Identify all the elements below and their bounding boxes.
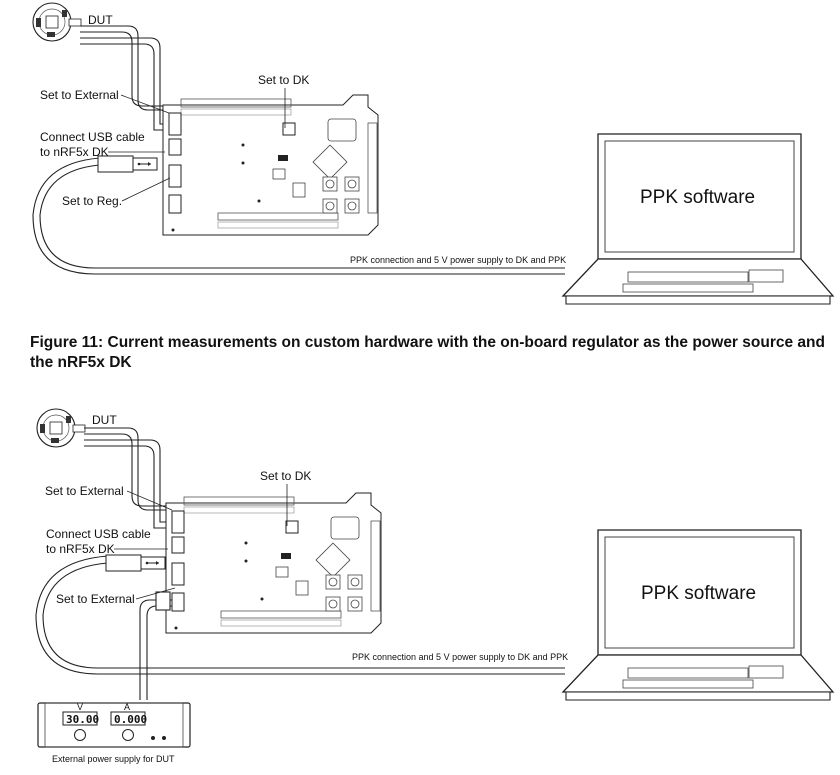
leader-line (121, 177, 171, 202)
set-to-external-label-2: Set to External (56, 592, 135, 606)
dk-board (165, 492, 382, 634)
laptop-icon (562, 133, 834, 305)
dut-label: DUT (88, 13, 113, 27)
dut-device-icon (32, 2, 82, 42)
psu-a-label: A (124, 702, 130, 712)
psu-v-label: V (77, 702, 83, 712)
ppk-software-label: PPK software (640, 187, 755, 208)
external-supply-cable (139, 591, 172, 700)
ppk-software-label: PPK software (641, 583, 756, 604)
external-power-supply (37, 702, 191, 748)
psu-voltage-readout: 30.00 (66, 713, 99, 726)
set-to-dk-label: Set to DK (258, 73, 309, 87)
dut-cable (80, 25, 175, 131)
connect-usb-label-line1: Connect USB cable (46, 527, 151, 541)
laptop-icon (562, 529, 834, 701)
leader-line (135, 587, 176, 600)
ppk-connection-label: PPK connection and 5 V power supply to D… (352, 652, 568, 662)
ppk-connection-label: PPK connection and 5 V power supply to D… (350, 255, 566, 265)
dk-board (162, 94, 379, 236)
dut-device-icon (36, 408, 86, 448)
usb-icon (137, 162, 151, 166)
set-to-reg-label: Set to Reg. (62, 194, 122, 208)
figure-bottom: DUT Set to External (35, 408, 834, 764)
connect-usb-label-line2: to nRF5x DK (46, 542, 115, 556)
figure-caption: Figure 11: Current measurements on custo… (30, 334, 825, 371)
connect-usb-label-line2: to nRF5x DK (40, 145, 109, 159)
figure-top: DUT Set to External Set to DK Connect US (32, 2, 834, 305)
usb-icon (145, 561, 159, 565)
set-to-external-label: Set to External (45, 484, 124, 498)
dut-cable (84, 427, 178, 529)
psu-current-readout: 0.000 (114, 713, 147, 726)
set-to-dk-label: Set to DK (260, 469, 311, 483)
set-to-external-label: Set to External (40, 88, 119, 102)
connect-usb-label-line1: Connect USB cable (40, 130, 145, 144)
external-power-supply-label: External power supply for DUT (52, 754, 175, 764)
dut-label: DUT (92, 413, 117, 427)
leader-line (126, 490, 173, 511)
usb-cable (35, 554, 565, 675)
leader-line (120, 94, 170, 114)
